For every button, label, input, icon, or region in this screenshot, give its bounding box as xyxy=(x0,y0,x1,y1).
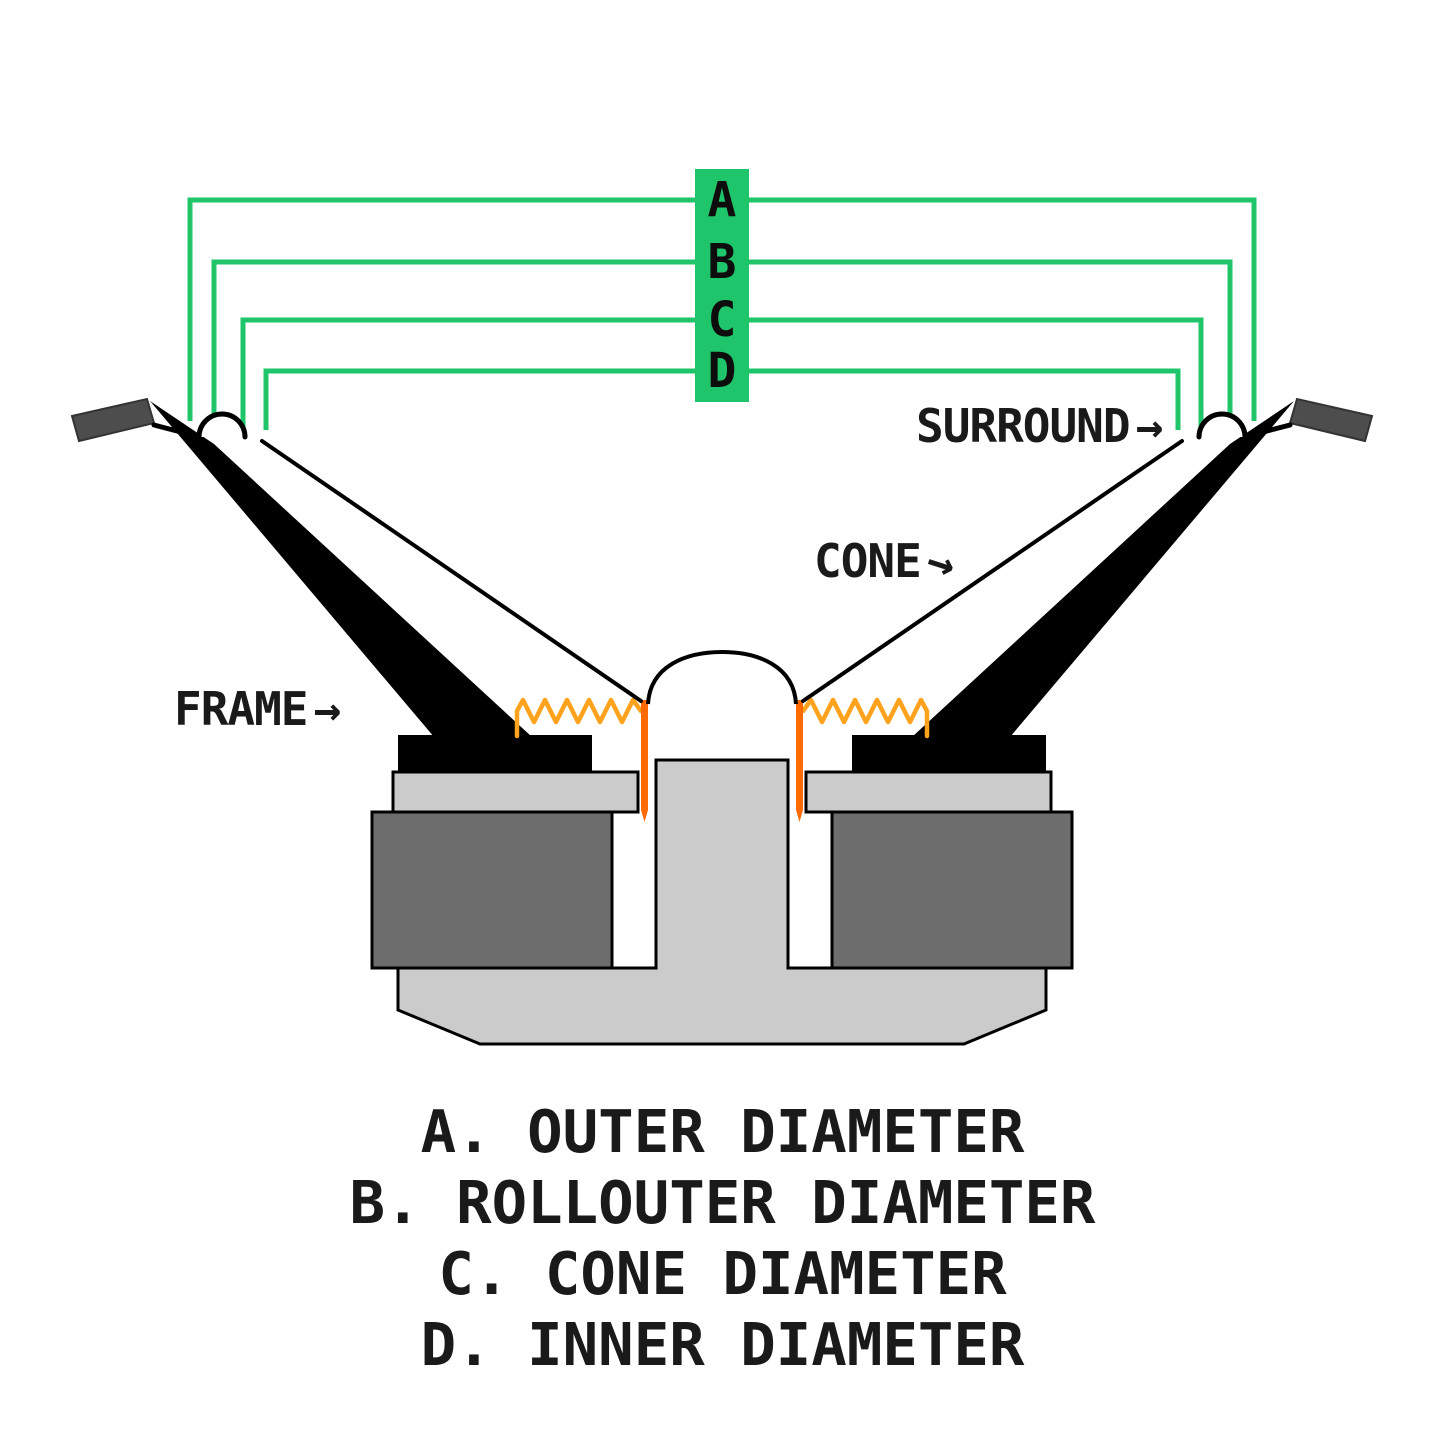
cone-label: CONE→ xyxy=(814,532,962,592)
surround-label-text: SURROUND xyxy=(916,399,1131,453)
frame-left xyxy=(150,401,532,737)
surround-tail-right xyxy=(1241,422,1293,440)
frame-foot-left xyxy=(398,735,592,772)
frame-label: FRAME→ xyxy=(174,682,341,736)
voice-coil xyxy=(641,700,803,822)
magnet-left xyxy=(370,810,614,970)
right-flange xyxy=(1288,397,1374,443)
legend-item-b: B. ROLLOUTER DIAMETER xyxy=(349,1168,1096,1237)
surround-arrow-icon: → xyxy=(1135,399,1164,453)
surround-right xyxy=(1196,411,1248,440)
marker-box-a: A xyxy=(695,169,749,231)
marker-box-d: D xyxy=(695,340,749,402)
spider-right xyxy=(800,697,930,739)
marker-box-b: B xyxy=(695,231,749,293)
voice-coil-former-right xyxy=(796,700,803,822)
voice-coil-former-left xyxy=(641,700,648,822)
frame-foot-right xyxy=(852,735,1046,772)
cone-left xyxy=(260,439,643,703)
top-plate-left xyxy=(391,770,640,814)
magnet-right xyxy=(830,810,1074,970)
spider-left xyxy=(514,697,644,739)
surround-left xyxy=(196,411,248,440)
dust-cap xyxy=(646,649,798,705)
legend-item-c: C. CONE DIAMETER xyxy=(438,1239,1007,1308)
bottom-plate-and-pole xyxy=(396,758,1048,1046)
surround-tail-left xyxy=(151,422,203,440)
frame-label-text: FRAME xyxy=(174,682,308,736)
cone-label-text: CONE xyxy=(814,534,922,588)
legend-item-a: A. OUTER DIAMETER xyxy=(420,1097,1025,1166)
legend-item-d: D. INNER DIAMETER xyxy=(420,1310,1025,1379)
legend: A. OUTER DIAMETER B. ROLLOUTER DIAMETER … xyxy=(0,1096,1445,1380)
frame-right xyxy=(912,401,1294,737)
spider xyxy=(514,697,930,739)
top-plate-right xyxy=(804,770,1053,814)
surround-label: SURROUND→ xyxy=(916,399,1164,453)
cone-right xyxy=(801,439,1184,703)
frame-arrow-icon: → xyxy=(313,682,341,736)
left-flange xyxy=(70,397,156,443)
